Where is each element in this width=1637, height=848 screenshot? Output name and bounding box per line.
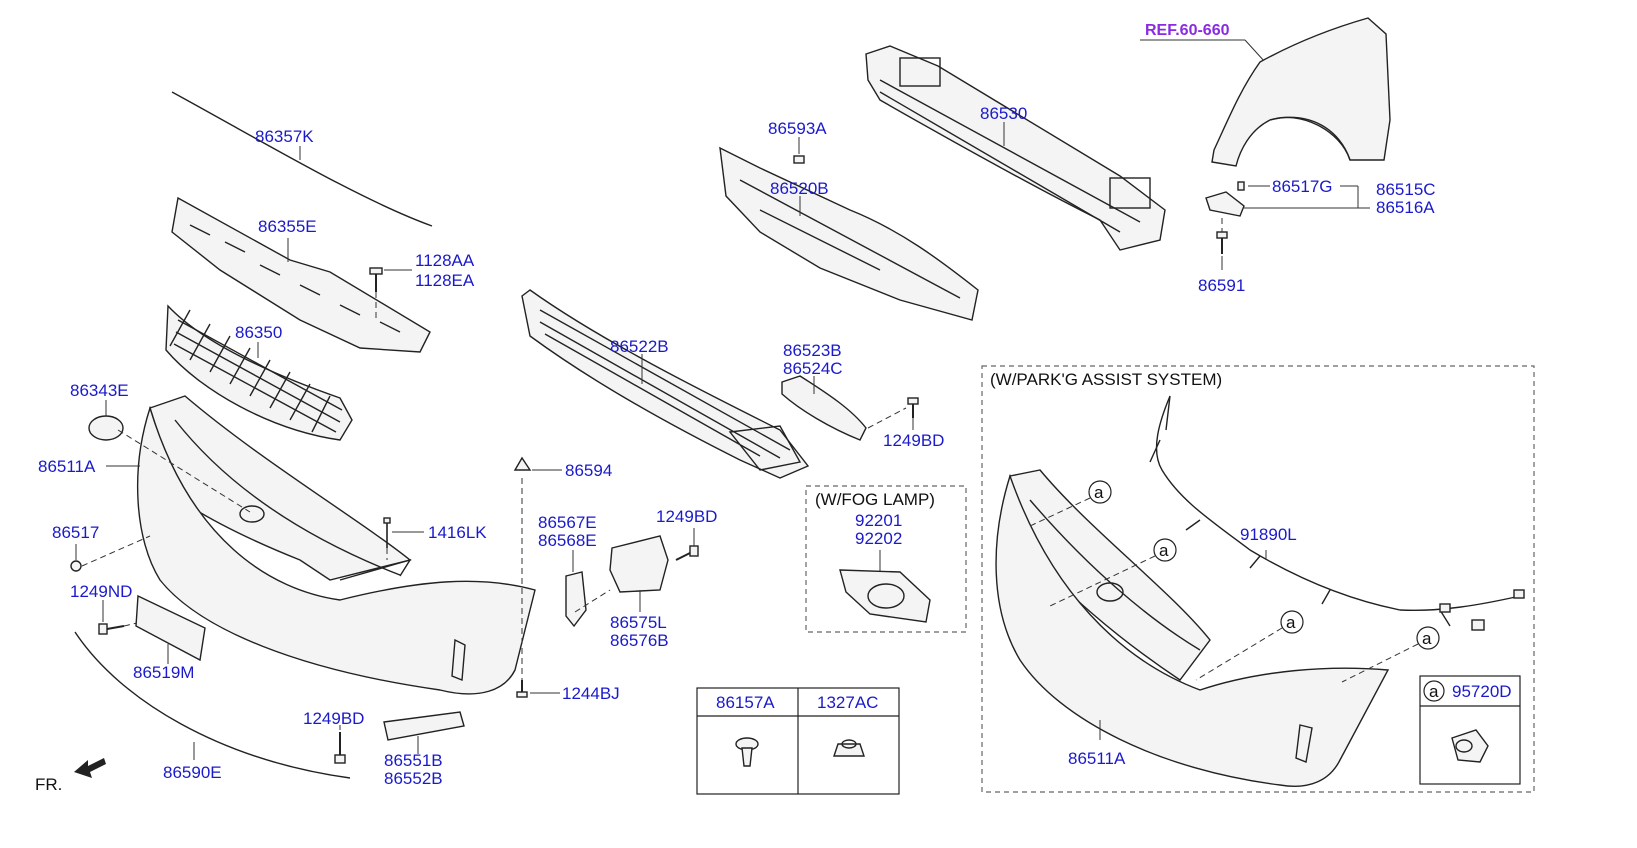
label-86520B: 86520B [770,179,829,198]
label-86515C: 86515C [1376,180,1436,199]
front-arrow-icon [74,758,106,778]
label-86530: 86530 [980,104,1027,123]
label-1244BJ: 1244BJ [562,684,620,703]
park-assist-box [981,365,1535,793]
license-plate-bracket [135,594,206,662]
label-1249BD-mid: 1249BD [656,507,717,526]
label-86552B: 86552B [384,769,443,788]
table-header-1327AC: 1327AC [817,693,878,712]
label-95720D: 95720D [1452,682,1512,701]
label-1249BD-lower: 1249BD [303,709,364,728]
label-86551B: 86551B [384,751,443,770]
label-92202: 92202 [855,529,902,548]
label-86516A: 86516A [1376,198,1435,217]
label-86523B: 86523B [783,341,842,360]
bolt-1249BD-lower-icon [334,732,346,764]
label-86524C: 86524C [783,359,843,378]
side-cover-86567E [565,571,587,628]
clip-86517G-icon [1237,181,1245,191]
bumper-beam-86530 [865,45,1166,251]
lower-grille-86522B [521,289,810,479]
label-86594: 86594 [565,461,612,480]
label-86519M: 86519M [133,663,194,682]
label-1249ND: 1249ND [70,582,132,601]
label-86575L: 86575L [610,613,667,632]
front-bumper-park-assist [995,469,1390,787]
front-bumper-cover [136,395,536,695]
nut-1327AC-icon [833,739,865,757]
label-1128EA: 1128EA [415,271,475,290]
svg-text:a: a [1422,629,1432,648]
fog-lamp-title: (W/FOG LAMP) [815,490,935,509]
label-92201: 92201 [855,511,902,530]
front-fender [1211,17,1391,167]
bolt-1128AA-icon [369,267,383,292]
side-bracket-86551B [383,711,465,741]
park-assist-title: (W/PARK'G ASSIST SYSTEM) [990,370,1222,389]
sensor-box-a: a [1429,682,1439,701]
fog-lamp-92201 [839,569,931,623]
svg-text:a: a [1094,483,1104,502]
callout-a-3: a [1195,610,1304,681]
callout-a-2: a [1049,538,1177,607]
bolt-1416LK-icon [383,517,391,548]
label-91890L: 91890L [1240,525,1297,544]
label-86357K: 86357K [255,127,314,146]
label-86591: 86591 [1198,276,1245,295]
parking-sensor-icon [1451,729,1489,763]
label-86517G: 86517G [1272,177,1333,196]
label-1249BD-right: 1249BD [883,431,944,450]
label-86343E: 86343E [70,381,129,400]
bolt-1249BD-mid-icon [675,545,699,561]
front-direction-label: FR. [35,775,62,794]
svg-text:a: a [1159,541,1169,560]
label-86576B: 86576B [610,631,669,650]
radiator-grille [165,304,353,441]
lower-lip-molding [74,631,351,779]
wiring-harness-91890L [1149,395,1525,631]
label-86517: 86517 [52,523,99,542]
label-86350: 86350 [235,323,282,342]
label-86355E: 86355E [258,217,317,236]
push-pin-86157A-icon [735,737,759,767]
fog-lamp-cover-86575L [609,535,669,593]
label-86567E: 86567E [538,513,597,532]
label-1128AA: 1128AA [415,251,475,270]
label-86522B: 86522B [610,337,669,356]
label-86590E: 86590E [163,763,222,782]
table-header-86157A: 86157A [716,693,775,712]
clip-86594-icon [513,456,532,471]
bolt-1249BD-right-icon [907,397,919,418]
emblem-86343E [88,415,124,441]
label-86593A: 86593A [768,119,827,138]
label-86511A: 86511A [38,457,96,476]
svg-text:a: a [1286,613,1296,632]
label-86568E: 86568E [538,531,597,550]
bracket-86515C [1205,191,1245,217]
label-86511A-park: 86511A [1068,749,1126,768]
screw-86591-icon [1216,231,1228,254]
label-ref-60-660: REF.60-660 [1145,22,1230,39]
energy-absorber-86520B [719,146,979,321]
bolt-1249ND-icon [98,623,125,635]
callout-a-1: a [1029,480,1112,527]
callout-a-4: a [1341,626,1440,683]
bolt-1244BJ-icon [516,680,528,698]
cap-86517-icon [70,560,82,572]
clip-86593A-icon [793,155,805,164]
label-1416LK: 1416LK [428,523,487,542]
grille-bracket [171,196,431,353]
upper-molding-strip [171,91,433,227]
side-grille-86523B [781,375,867,441]
